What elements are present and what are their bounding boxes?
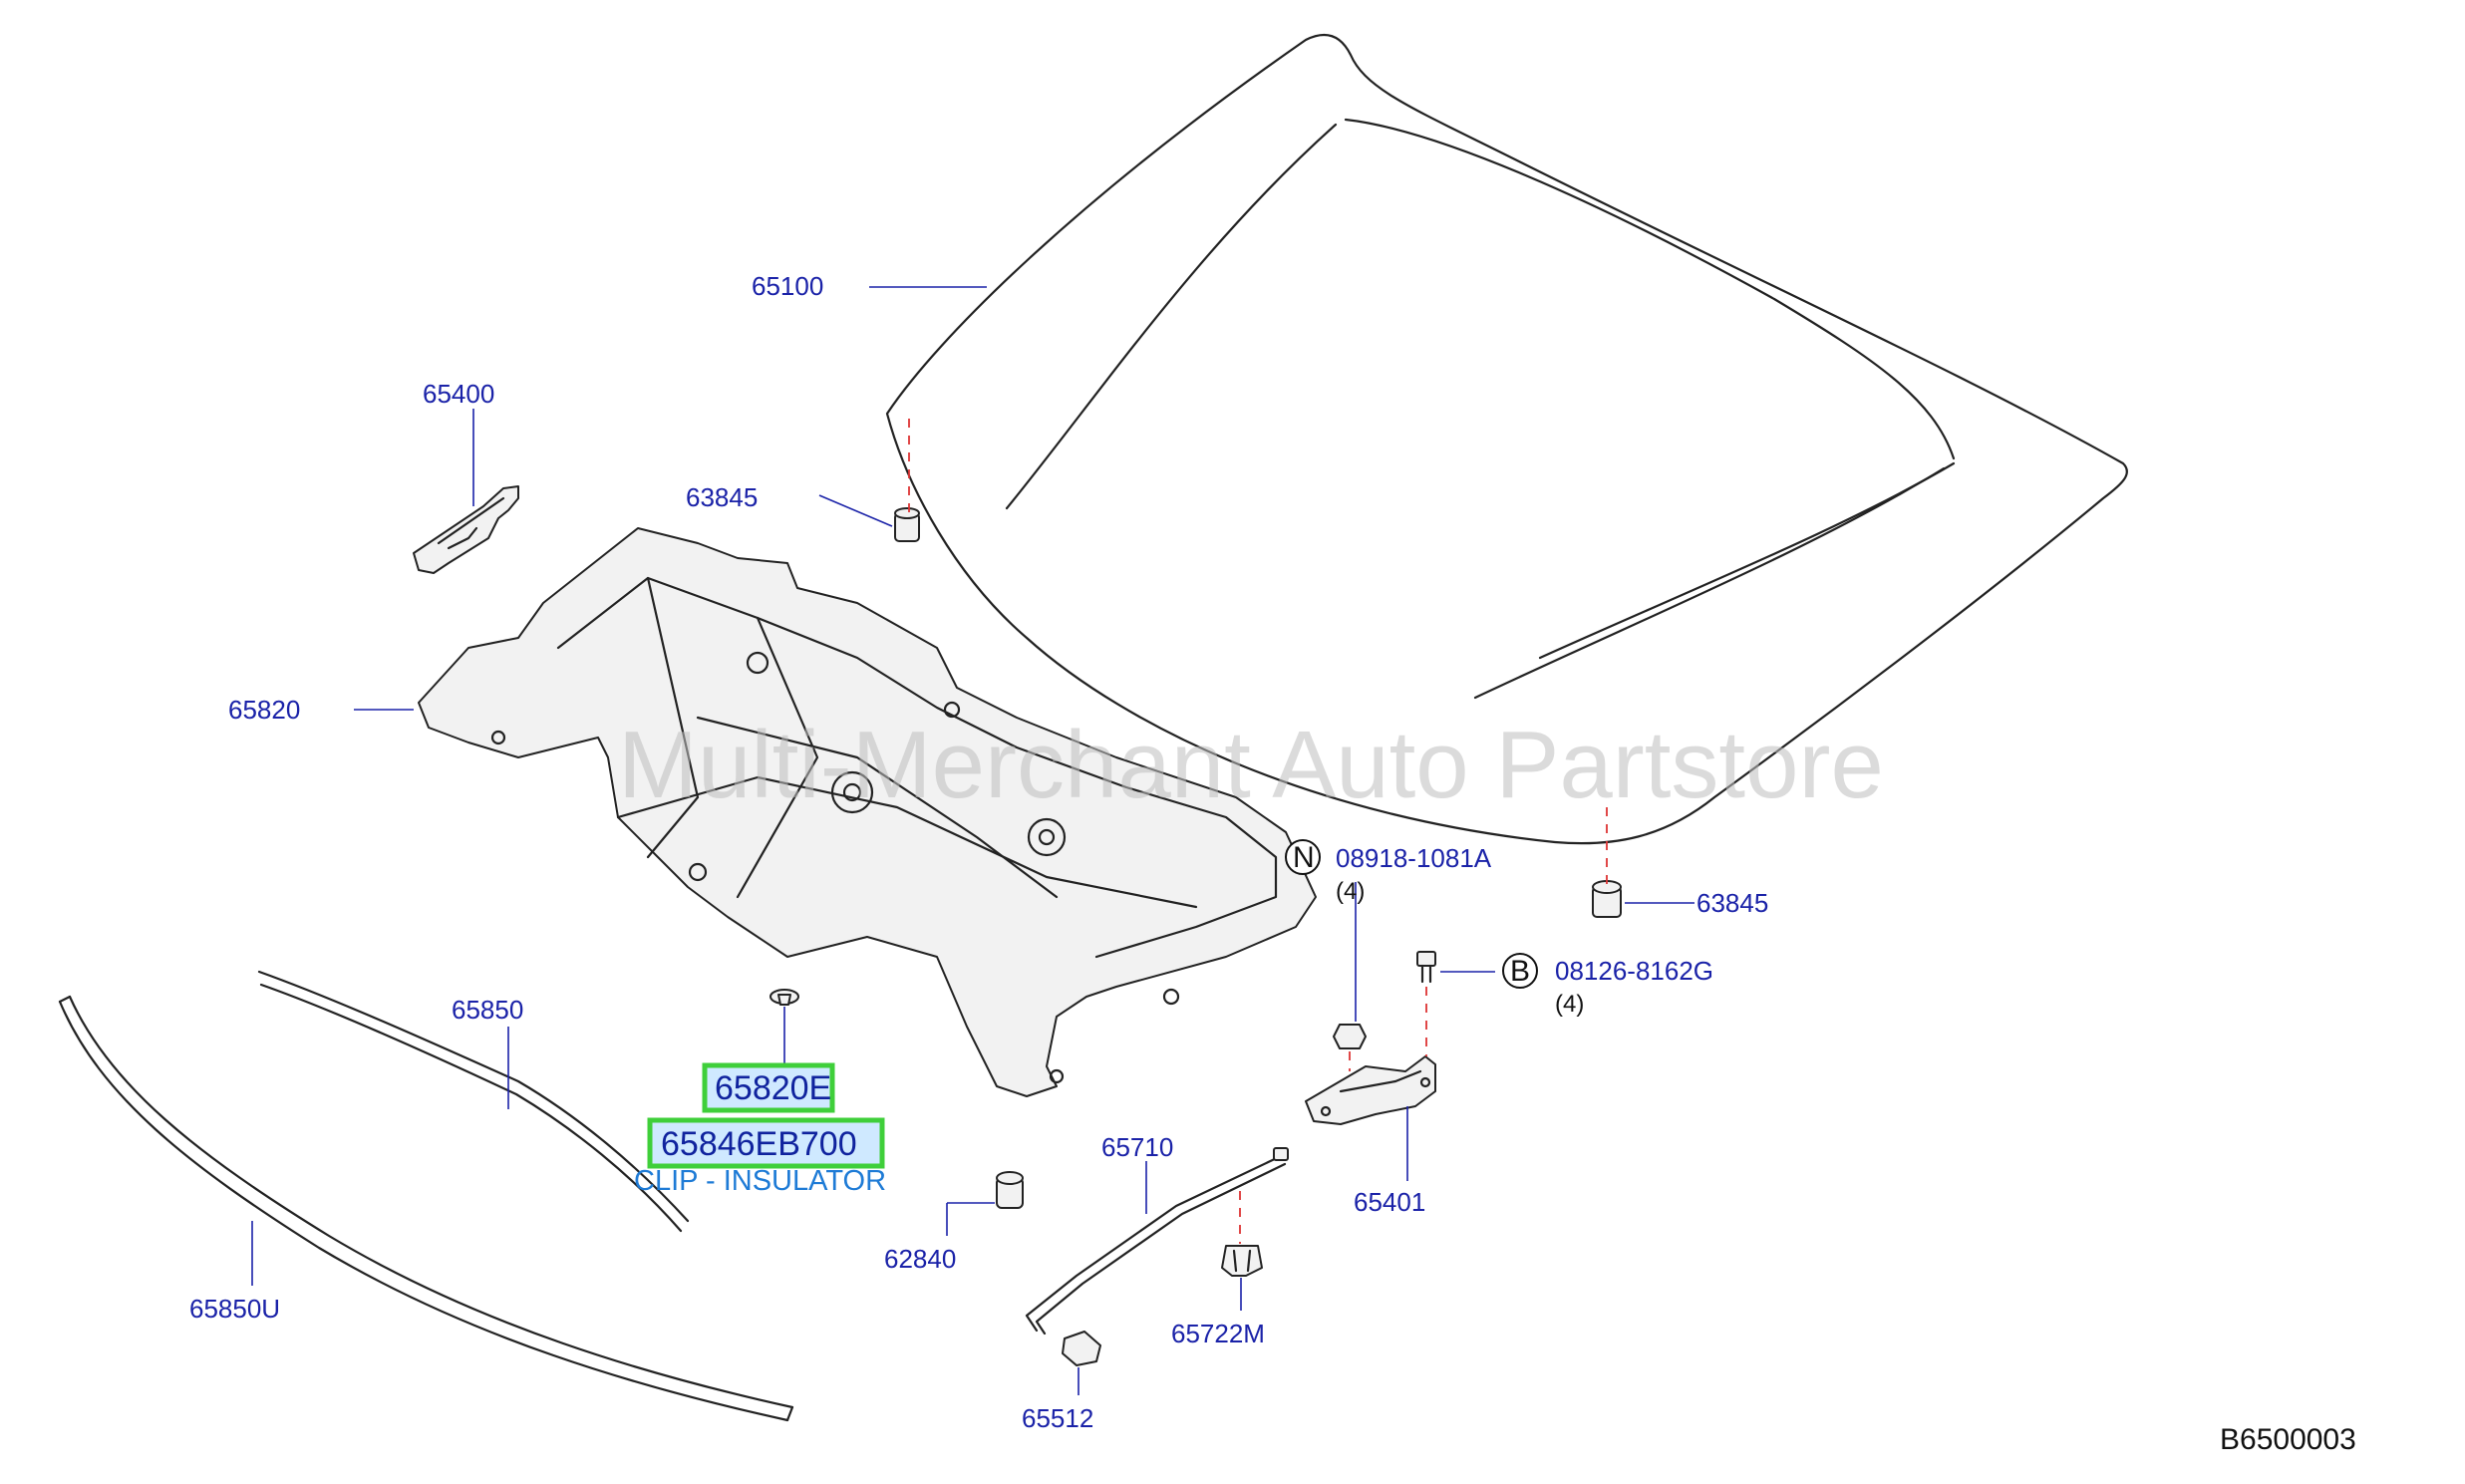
- diagram-code: B6500003: [2220, 1423, 2356, 1456]
- hood-front-seal: [58, 995, 794, 1422]
- hood-insulator: [418, 527, 1317, 1097]
- label-65846eb700[interactable]: 65846EB700: [661, 1125, 857, 1163]
- label-65710[interactable]: 65710: [1101, 1132, 1173, 1162]
- label-65722m[interactable]: 65722M: [1171, 1319, 1265, 1348]
- hood-hinge-left: [413, 485, 519, 574]
- bumper-rubber-right: [1592, 880, 1622, 918]
- highlight-box-65820e: [702, 1062, 835, 1113]
- hood-support-rod: [1025, 1147, 1289, 1336]
- label-65400[interactable]: 65400: [423, 379, 494, 409]
- ref-letter-n: N: [1293, 841, 1315, 874]
- label-62840[interactable]: 62840: [884, 1244, 956, 1274]
- grommet: [996, 1171, 1024, 1209]
- support-rod-holder: [1221, 1245, 1263, 1277]
- insulator-clip: [770, 989, 799, 1006]
- hood-panel: [885, 33, 2128, 845]
- highlight-box-65846eb700: [647, 1117, 885, 1169]
- ref-letter-b: B: [1510, 955, 1530, 988]
- label-65820e[interactable]: 65820E: [715, 1069, 831, 1107]
- hinge-nut: [1333, 1024, 1367, 1049]
- hood-seal: [257, 970, 690, 1233]
- ref-circle-n: [1285, 839, 1321, 875]
- label-08918-1081a[interactable]: 08918-1081A: [1336, 843, 1492, 873]
- rod-grommet: [1062, 1331, 1101, 1366]
- label-65850u[interactable]: 65850U: [189, 1294, 280, 1324]
- label-65850[interactable]: 65850: [452, 995, 523, 1025]
- leader-lines: [251, 286, 1695, 1395]
- label-65512[interactable]: 65512: [1022, 1403, 1093, 1433]
- label-63845-right[interactable]: 63845: [1696, 888, 1768, 918]
- hinge-bolt: [1416, 951, 1436, 984]
- label-65820[interactable]: 65820: [228, 695, 300, 725]
- label-08126-8162g[interactable]: 08126-8162G: [1555, 956, 1713, 986]
- label-63845-top[interactable]: 63845: [686, 482, 758, 512]
- qty-08918: (4): [1336, 878, 1365, 905]
- clip-insulator-description: CLIP - INSULATOR: [634, 1165, 886, 1197]
- hood-hinge-right: [1305, 1055, 1436, 1125]
- label-65100[interactable]: 65100: [752, 271, 823, 301]
- qty-08126: (4): [1555, 991, 1584, 1018]
- ref-circle-b: [1502, 953, 1538, 989]
- watermark-text: Multi-Merchant Auto Partstore: [618, 712, 1884, 818]
- label-65401[interactable]: 65401: [1354, 1187, 1425, 1217]
- bumper-rubber-top: [894, 507, 920, 542]
